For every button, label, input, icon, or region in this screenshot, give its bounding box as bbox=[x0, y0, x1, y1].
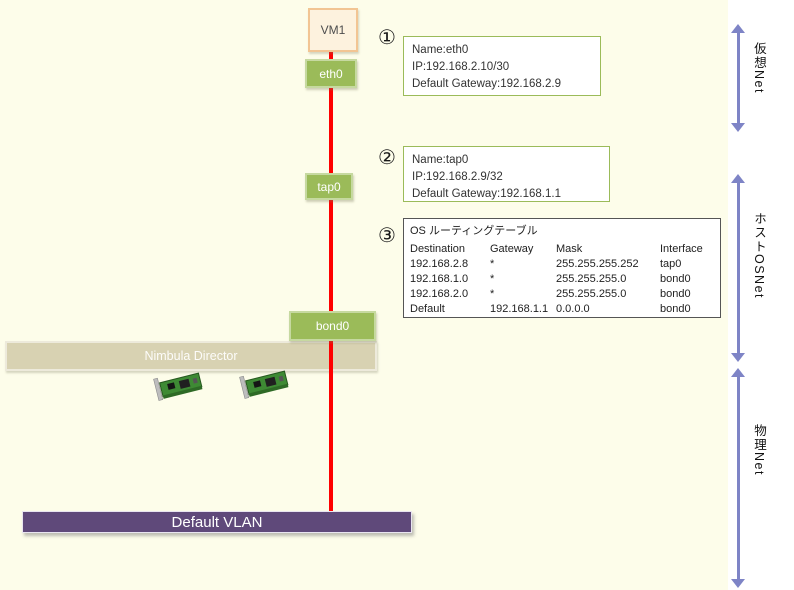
note-eth0-ip: IP:192.168.2.10/30 bbox=[412, 61, 510, 73]
col-gateway: Gateway bbox=[490, 243, 534, 255]
table-row: 192.168.2.8 * 255.255.255.252 tap0 bbox=[410, 257, 716, 272]
eth0-node: eth0 bbox=[305, 59, 357, 88]
cell: * bbox=[490, 258, 495, 270]
note-tap0-name: Name:tap0 bbox=[412, 154, 469, 166]
note3-number: ③ bbox=[378, 225, 396, 247]
vm1-node: VM1 bbox=[308, 8, 358, 52]
cell: bond0 bbox=[660, 288, 691, 300]
virtual-net-range-arrow bbox=[731, 24, 745, 132]
physical-net-label: 物理Net bbox=[752, 424, 766, 476]
eth0-label: eth0 bbox=[319, 66, 343, 81]
note-eth0: Name:eth0 IP:192.168.2.10/30 Default Gat… bbox=[403, 36, 601, 96]
host-os-net-range-arrow bbox=[731, 174, 745, 362]
note1-number: ① bbox=[378, 27, 396, 49]
cell: * bbox=[490, 273, 495, 285]
cell: 192.168.2.0 bbox=[410, 288, 469, 300]
table-row: Default 192.168.1.1 0.0.0.0 bond0 bbox=[410, 302, 716, 317]
cell: 255.255.255.0 bbox=[556, 273, 627, 285]
cell: 255.255.255.0 bbox=[556, 288, 627, 300]
network-card-icon bbox=[153, 372, 203, 401]
routing-table-header-row: Destination Gateway Mask Interface bbox=[410, 242, 716, 257]
cell: 192.168.1.1 bbox=[490, 303, 549, 315]
virtual-net-label: 仮想Net bbox=[752, 42, 766, 94]
default-vlan-label: Default VLAN bbox=[171, 513, 263, 531]
note-tap0-gateway: Default Gateway:192.168.1.1 bbox=[412, 188, 561, 200]
connection-line bbox=[329, 52, 333, 513]
cell: Default bbox=[410, 303, 445, 315]
tap0-node: tap0 bbox=[305, 173, 353, 200]
vm1-label: VM1 bbox=[320, 23, 346, 37]
table-row: 192.168.2.0 * 255.255.255.0 bond0 bbox=[410, 287, 716, 302]
cell: bond0 bbox=[660, 303, 691, 315]
note-eth0-name: Name:eth0 bbox=[412, 44, 469, 56]
cell: 192.168.1.0 bbox=[410, 273, 469, 285]
col-mask: Mask bbox=[556, 243, 583, 255]
default-vlan-bar: Default VLAN bbox=[22, 511, 412, 533]
routing-table: Destination Gateway Mask Interface 192.1… bbox=[410, 242, 716, 317]
routing-table-title: OS ルーティングテーブル bbox=[410, 225, 538, 237]
physical-net-range-arrow bbox=[731, 368, 745, 588]
cell: 255.255.255.252 bbox=[556, 258, 639, 270]
bond0-label: bond0 bbox=[315, 319, 350, 333]
host-os-net-label: ホストOSNet bbox=[752, 212, 766, 300]
bond0-node: bond0 bbox=[289, 311, 376, 341]
nimbula-director-bar: Nimbula Director bbox=[5, 341, 377, 371]
note-routing-table: OS ルーティングテーブル Destination Gateway Mask I… bbox=[403, 218, 721, 318]
cell: 192.168.2.8 bbox=[410, 258, 469, 270]
cell: * bbox=[490, 288, 495, 300]
nimbula-director-label: Nimbula Director bbox=[144, 349, 238, 363]
col-destination: Destination bbox=[410, 243, 466, 255]
note-tap0-ip: IP:192.168.2.9/32 bbox=[412, 171, 503, 183]
note-tap0: Name:tap0 IP:192.168.2.9/32 Default Gate… bbox=[403, 146, 610, 202]
tap0-label: tap0 bbox=[317, 179, 341, 194]
cell: bond0 bbox=[660, 273, 691, 285]
col-interface: Interface bbox=[660, 243, 703, 255]
cell: 0.0.0.0 bbox=[556, 303, 590, 315]
note-eth0-gateway: Default Gateway:192.168.2.9 bbox=[412, 78, 561, 90]
cell: tap0 bbox=[660, 258, 682, 270]
note2-number: ② bbox=[378, 147, 396, 169]
table-row: 192.168.1.0 * 255.255.255.0 bond0 bbox=[410, 272, 716, 287]
network-card-icon bbox=[239, 370, 289, 399]
